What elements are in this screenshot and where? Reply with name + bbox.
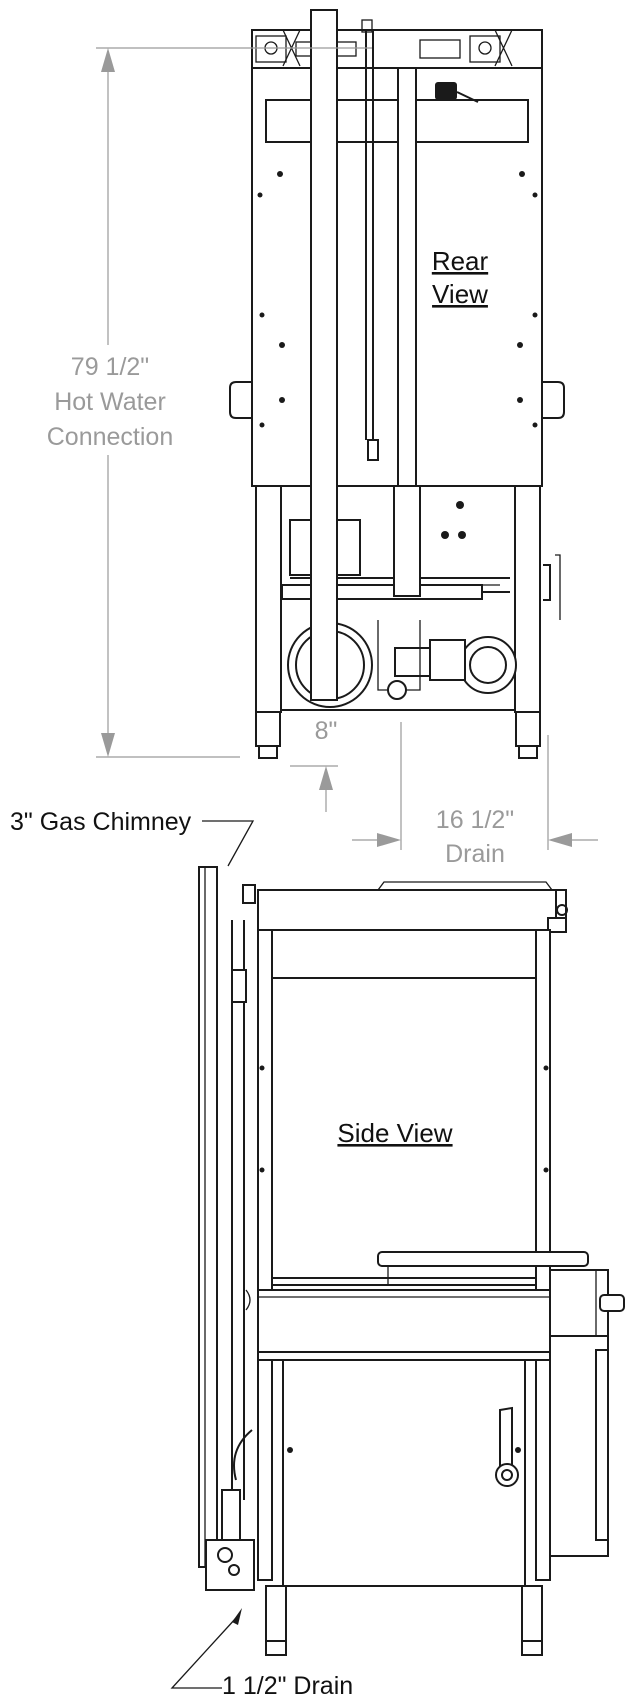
side-gas-chimney-pipe bbox=[198, 866, 218, 1568]
side-view-title: Side View bbox=[337, 1118, 452, 1148]
drain-callout: 1 1/2" Drain bbox=[222, 1672, 353, 1699]
rear-view-title-line1: Rear bbox=[432, 246, 489, 276]
rear-right-leg-post bbox=[514, 485, 541, 713]
drain-16-dim-line2: Drain bbox=[445, 840, 505, 868]
side-top-rim bbox=[257, 889, 557, 931]
side-lower-cabinet bbox=[282, 1359, 526, 1587]
drain-16-dimension bbox=[352, 722, 598, 850]
drain-callout-leader bbox=[170, 1617, 237, 1689]
hot-water-dim-line2: Hot Water bbox=[54, 388, 166, 416]
rear-bolts bbox=[257, 171, 538, 428]
hot-water-dimension bbox=[96, 47, 372, 758]
rear-gas-chimney-pipe bbox=[310, 9, 338, 701]
rear-view bbox=[229, 9, 565, 759]
eight-inch-dimension bbox=[290, 765, 338, 812]
hot-water-dim-value: 79 1/2" bbox=[71, 353, 149, 381]
side-view bbox=[198, 866, 625, 1656]
rear-drain-valve bbox=[459, 636, 517, 694]
right-side-handle bbox=[542, 381, 565, 419]
gas-chimney-leader bbox=[202, 820, 255, 867]
side-rack-tray bbox=[377, 1251, 589, 1267]
drain-16-dim-value: 16 1/2" bbox=[436, 806, 514, 834]
rear-left-leg-post bbox=[255, 485, 282, 713]
eight-inch-dim-value: 8" bbox=[315, 717, 338, 745]
gas-chimney-callout: 3" Gas Chimney bbox=[10, 808, 192, 836]
hot-water-dim-line3: Connection bbox=[47, 423, 173, 451]
rear-view-title-line2: View bbox=[432, 279, 488, 309]
left-side-handle bbox=[229, 381, 252, 419]
rear-hot-water-line bbox=[365, 30, 374, 440]
side-front-post bbox=[257, 929, 273, 1581]
